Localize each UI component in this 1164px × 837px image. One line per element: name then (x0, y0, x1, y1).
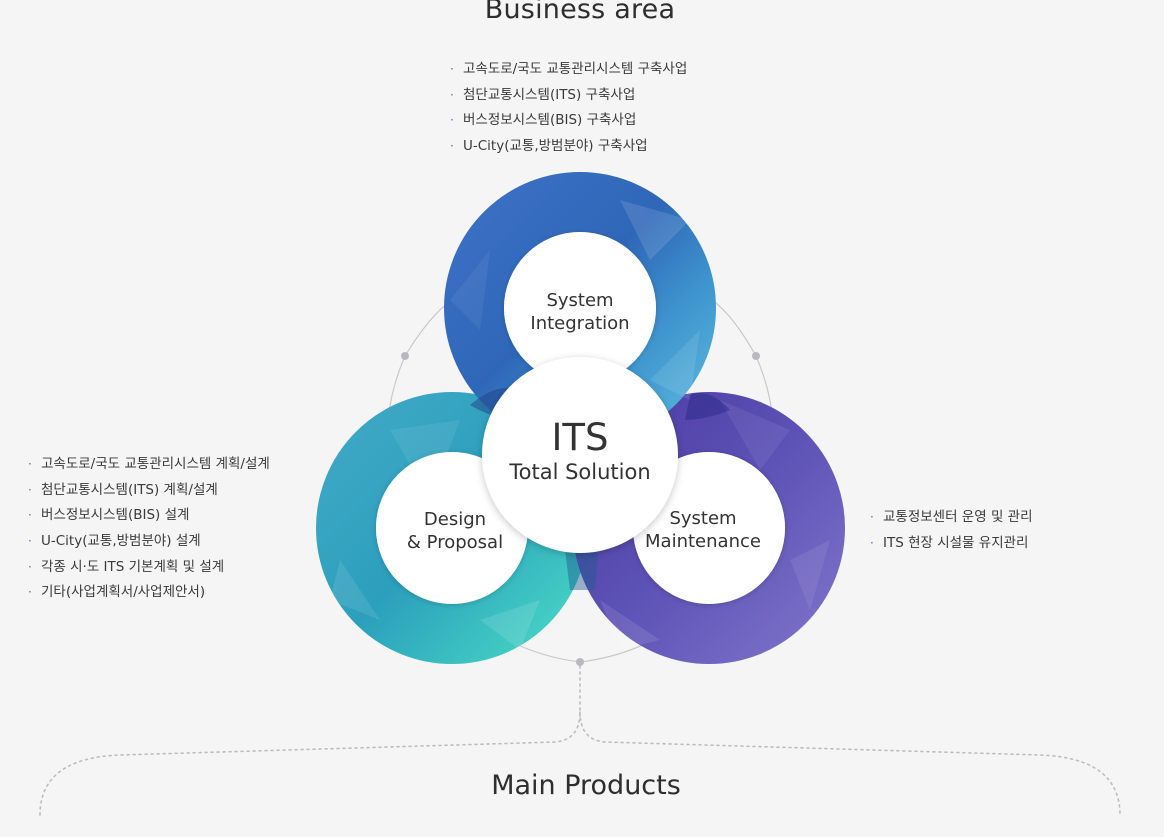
connector-arc-top-right (711, 299, 757, 357)
list-item: ·버스정보시스템(BIS) 설계 (28, 507, 190, 524)
list-item: ·각종 시·도 ITS 기본계획 및 설계 (28, 558, 225, 575)
list-item: ·첨단교통시스템(ITS) 구축사업 (450, 86, 636, 103)
list-item: ·고속도로/국도 교통관리시스템 구축사업 (450, 61, 688, 77)
overlap-shade (565, 550, 598, 590)
center-title: ITS (551, 416, 609, 459)
list-item: ·교통정보센터 운영 및 관리 (870, 509, 1033, 525)
maintenance-list: ·교통정보센터 운영 및 관리 ·ITS 현장 시설물 유지관리 (870, 508, 1033, 559)
ring-label-system-integration: System Integration (530, 290, 630, 334)
center-circle (482, 357, 678, 553)
section-title-main-products: Main Products (491, 770, 681, 801)
connector-dot (752, 352, 760, 360)
integration-list: ·고속도로/국도 교통관리시스템 구축사업 ·첨단교통시스템(ITS) 구축사업… (450, 60, 687, 163)
connector-dot (401, 352, 409, 360)
ring-label-system-maintenance: System Maintenance (645, 508, 761, 552)
page-title: Business area (484, 0, 676, 25)
dotted-stem (39, 665, 581, 816)
list-item: ·버스정보시스템(BIS) 구축사업 (450, 112, 637, 129)
overlap-shade (685, 393, 730, 420)
center-subtitle: Total Solution (509, 460, 651, 484)
list-item: ·U-City(교통,방범분야) 구축사업 (450, 138, 648, 155)
list-item: ·U-City(교통,방범분야) 설계 (28, 533, 201, 550)
list-item: ·기타(사업계획서/사업제안서) (28, 584, 206, 601)
design-list: ·고속도로/국도 교통관리시스템 계획/설계 ·첨단교통시스템(ITS) 계획/… (28, 455, 270, 609)
dotted-stem-right (579, 711, 1121, 816)
connector-dot (576, 658, 584, 666)
ring-label-design-proposal: Design & Proposal (406, 509, 504, 553)
list-item: ·고속도로/국도 교통관리시스템 계획/설계 (28, 456, 270, 472)
list-item: ·ITS 현장 시설물 유지관리 (870, 534, 1029, 551)
list-item: ·첨단교통시스템(ITS) 계획/설계 (28, 481, 218, 498)
